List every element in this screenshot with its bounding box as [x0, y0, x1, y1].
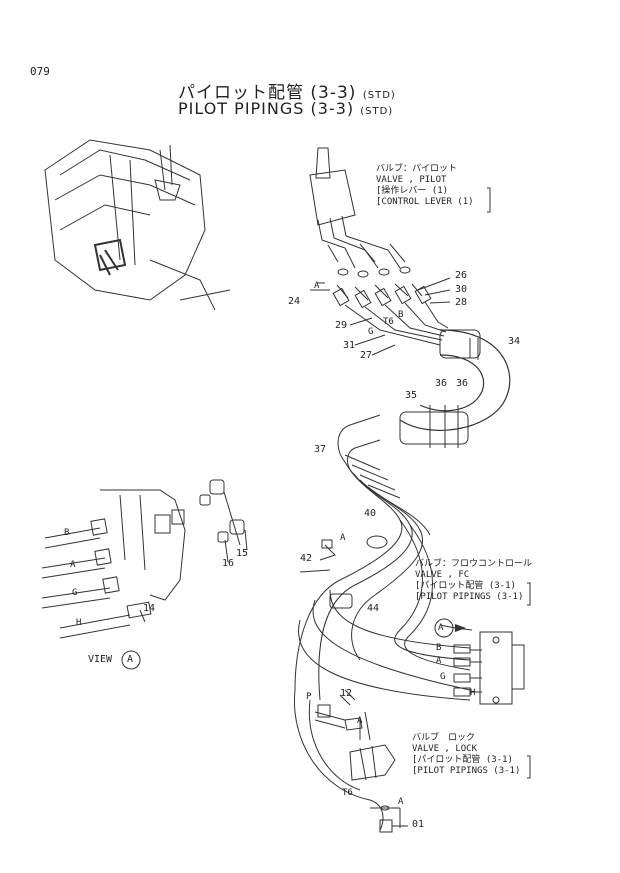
lock-valve: [314, 689, 408, 833]
title-japanese-text: パイロット配管 (3-3): [178, 83, 357, 103]
part-number-31: 31: [343, 340, 356, 351]
port-letter-t6-top: T6: [383, 317, 394, 327]
port-letter-b-left: B: [64, 528, 70, 538]
part-number-36-b: 36: [456, 378, 469, 389]
title-japanese-tag: (STD): [362, 90, 396, 101]
port-letter-a-top: A: [314, 281, 320, 291]
view-marker-circle: [434, 618, 454, 638]
view-a-detail: [41, 479, 248, 639]
part-number-44: 44: [367, 603, 380, 614]
port-letter-a-left: A: [70, 560, 76, 570]
view-label-circle: [121, 650, 141, 670]
port-letter-g-left: G: [72, 588, 78, 598]
port-letter-t6-bot: T6: [342, 788, 353, 798]
page-number: 079: [30, 65, 50, 78]
part-number-40: 40: [364, 508, 377, 519]
valve-fc-en-ref: [PILOT PIPINGS (3-1): [415, 592, 524, 602]
port-letter-a2-fc: A: [436, 656, 442, 666]
part-number-37: 37: [314, 444, 327, 455]
callout-valve-pilot: バルブ：パイロット VALVE , PILOT [操作レバー (1) [CONT…: [376, 164, 474, 208]
title-english: PILOT PIPINGS (3-3) (STD): [178, 99, 393, 118]
view-label: VIEW: [88, 654, 113, 665]
port-letter-a-fc: A: [438, 623, 444, 633]
part-number-14: 14: [143, 603, 156, 614]
view-label-letter: A: [127, 654, 134, 665]
port-letter-g-fc: G: [440, 672, 446, 682]
port-letter-a-low: A: [398, 797, 404, 807]
part-number-01: 01: [412, 819, 425, 830]
port-letter-p-bot: P: [306, 692, 312, 702]
hose-bundle: [293, 329, 511, 831]
callout-valve-lock: バルブ ロック VALVE , LOCK [パイロット配管 (3-1) [PIL…: [412, 733, 520, 777]
part-number-34: 34: [508, 336, 521, 347]
part-number-27: 27: [360, 350, 373, 361]
valve-pilot-jp: バルブ：パイロット: [376, 164, 458, 174]
port-letter-b-top: B: [398, 310, 404, 320]
valve-fc-en: VALVE , FC: [415, 570, 470, 580]
part-number-26: 26: [455, 270, 468, 281]
part-number-15: 15: [236, 548, 249, 559]
part-number-30: 30: [455, 284, 468, 295]
bracket-pilot: [487, 187, 491, 213]
part-number-28: 28: [455, 297, 468, 308]
port-letter-h-fc: H: [470, 688, 476, 698]
title-english-text: PILOT PIPINGS (3-3): [178, 99, 355, 118]
callout-valve-fc: バルブ：フロウコントロール VALVE , FC [パイロット配管 (3-1) …: [415, 559, 532, 603]
valve-lock-jp: バルブ ロック: [412, 733, 476, 743]
bracket-fc: [527, 582, 531, 606]
part-number-29: 29: [335, 320, 348, 331]
part-number-42: 42: [300, 553, 313, 564]
title-japanese: パイロット配管 (3-3) (STD): [178, 78, 396, 103]
port-letter-h-left: H: [76, 618, 82, 628]
valve-fc-jp: バルブ：フロウコントロール: [415, 559, 533, 569]
pilot-valve-assembly: [309, 147, 451, 356]
bracket-lock: [527, 755, 531, 779]
part-number-24: 24: [288, 296, 301, 307]
valve-pilot-en: VALVE , PILOT: [376, 175, 447, 185]
valve-pilot-en-ref: [CONTROL LEVER (1): [376, 197, 474, 207]
machine-overview-sketch: [44, 139, 231, 311]
part-number-36-a: 36: [435, 378, 448, 389]
port-letter-g-top: G: [368, 327, 374, 337]
valve-lock-en: VALVE , LOCK: [412, 744, 478, 754]
valve-pilot-jp-ref: [操作レバー (1): [376, 186, 449, 196]
valve-lock-en-ref: [PILOT PIPINGS (3-1): [412, 766, 521, 776]
port-letter-a-lock: A: [357, 716, 363, 726]
valve-fc-jp-ref: [パイロット配管 (3-1): [415, 581, 516, 591]
port-letter-b-fc: B: [436, 643, 442, 653]
part-number-16: 16: [222, 558, 235, 569]
title-english-tag: (STD): [360, 106, 394, 117]
fc-valve-block: [439, 624, 525, 705]
valve-lock-jp-ref: [パイロット配管 (3-1): [412, 755, 513, 765]
part-number-12: 12: [340, 688, 353, 699]
port-letter-a-mid: A: [340, 533, 346, 543]
part-number-35: 35: [405, 390, 418, 401]
view-marker-arrow: [455, 624, 466, 632]
